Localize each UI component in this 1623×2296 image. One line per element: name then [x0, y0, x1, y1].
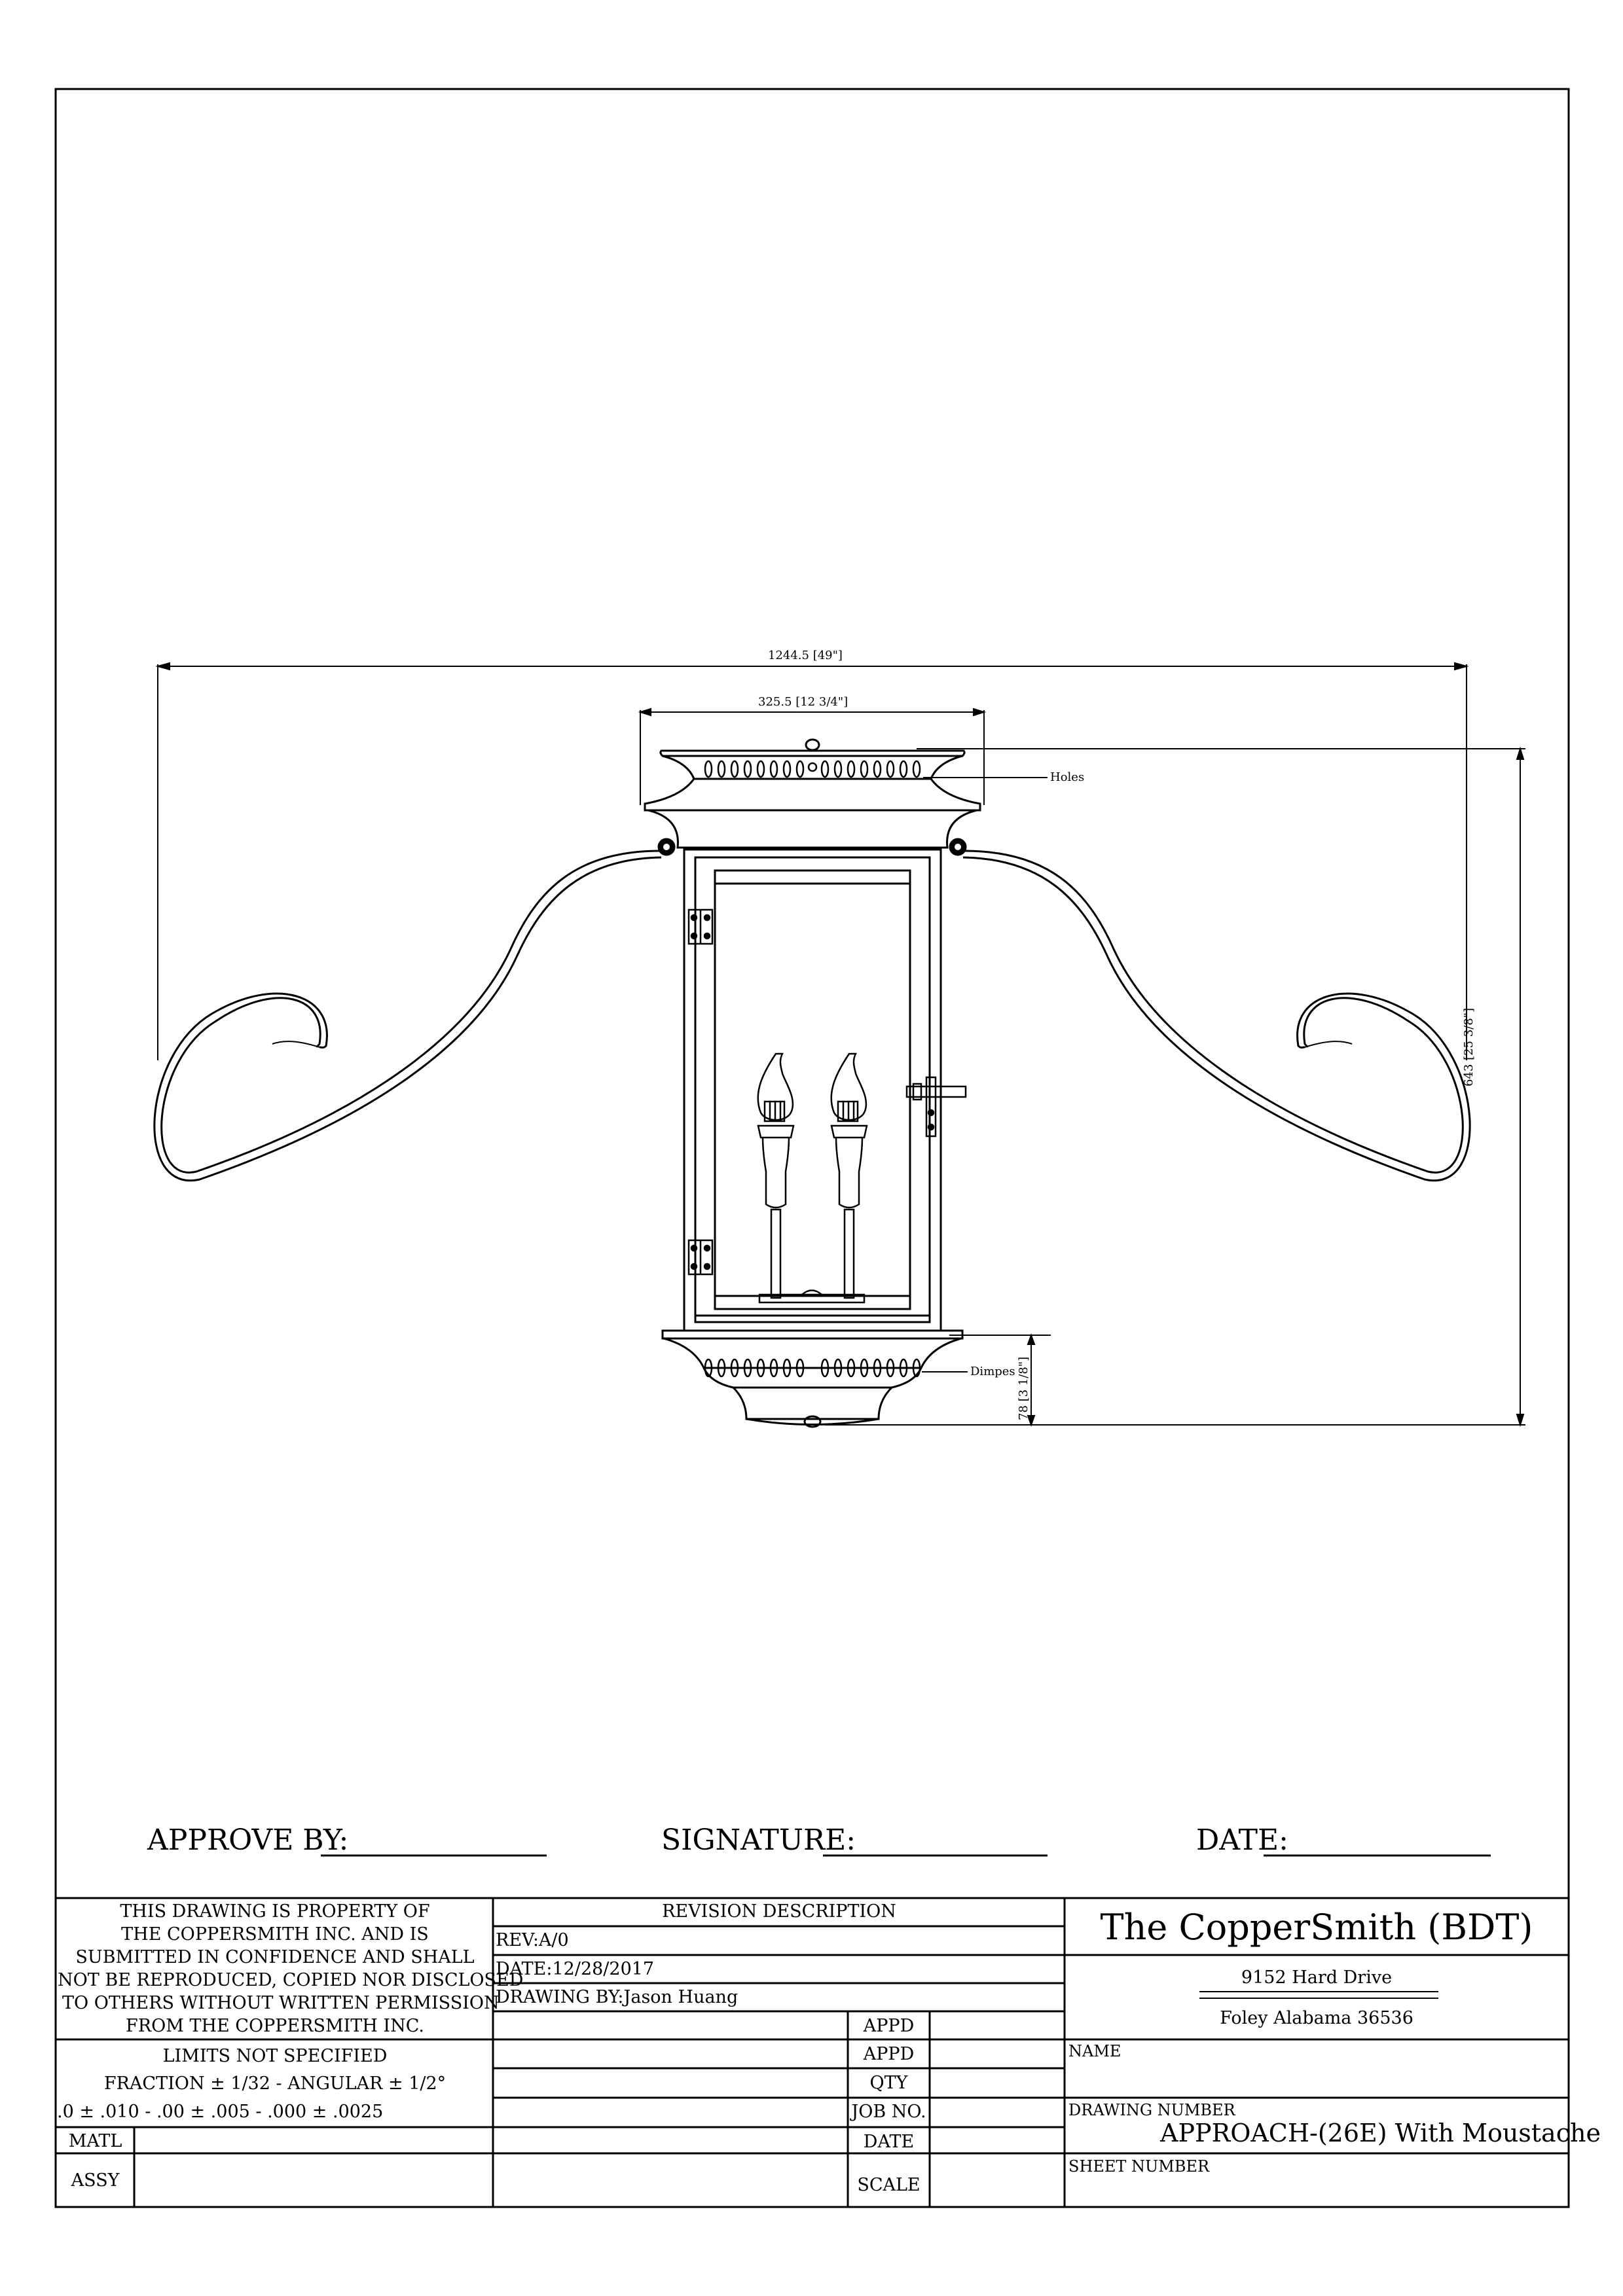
sheet-number-label: SHEET NUMBER — [1068, 2157, 1210, 2176]
revision-value: REV:A/0 — [496, 1930, 569, 1950]
property-notice-line-6: FROM THE COPPERSMITH INC. — [126, 2016, 424, 2036]
scale-label: SCALE — [857, 2175, 921, 2195]
approve-by-label: APPROVE BY: — [147, 1823, 349, 1857]
revision-description-header: REVISION DESCRIPTION — [662, 1901, 896, 1922]
company-name: The CopperSmith (BDT) — [1100, 1907, 1533, 1948]
top-width-dimension — [638, 708, 987, 805]
holes-callout: Holes — [1050, 770, 1085, 784]
limits-decimal: .0 ± .010 - .00 ± .005 - .000 ± .0025 — [57, 2102, 384, 2122]
bottom-cap — [661, 1329, 964, 1428]
overall-width-label: 1244.5 [49"] — [768, 649, 843, 662]
matl-label: MATL — [68, 2131, 122, 2151]
overall-width-dimension — [155, 662, 1469, 1060]
drawn-by: DRAWING BY:Jason Huang — [496, 1987, 739, 2007]
bottom-height-dimension — [949, 1333, 1051, 1427]
corner-bolts — [657, 838, 967, 856]
lantern-frame — [683, 848, 942, 1332]
qty-label: QTY — [869, 2073, 908, 2093]
overall-height-label: 643 [25 3/8"] — [1462, 1008, 1476, 1086]
company-address-street: 9152 Hard Drive — [1241, 1967, 1393, 1988]
company-address-city: Foley Alabama 36536 — [1220, 2008, 1413, 2028]
assy-label: ASSY — [71, 2170, 120, 2191]
top-width-label: 325.5 [12 3/4"] — [758, 695, 848, 709]
drawing-number-value: APPROACH-(26E) With Moustache — [1160, 2119, 1601, 2147]
top-cap — [644, 738, 981, 849]
moustache-arm-left — [153, 850, 662, 1182]
signature-label: SIGNATURE: — [661, 1823, 856, 1857]
revision-date: DATE:12/28/2017 — [496, 1959, 655, 1979]
property-notice-line-4: NOT BE REPRODUCED, COPIED NOR DISCLOSED — [58, 1970, 524, 1990]
property-notice-line-5: TO OTHERS WITHOUT WRITTEN PERMISSION — [62, 1993, 500, 2013]
job-no-label: JOB NO. — [851, 2102, 926, 2122]
bottom-cap-dimples — [704, 1358, 921, 1378]
candle-left — [757, 1052, 795, 1299]
property-notice-line-1: THIS DRAWING IS PROPERTY OF — [120, 1901, 430, 1922]
sheet-border — [54, 88, 1570, 2208]
property-notice-line-2: THE COPPERSMITH INC. AND IS — [121, 1924, 429, 1945]
door-latch — [905, 1076, 967, 1138]
overall-height-dimension — [825, 746, 1525, 1427]
property-notice-line-3: SUBMITTED IN CONFIDENCE AND SHALL — [75, 1947, 475, 1967]
limits-fraction: FRACTION ± 1/32 - ANGULAR ± 1/2° — [103, 2073, 447, 2094]
appd-label-1: APPD — [863, 2016, 915, 2036]
drawing-number-label: DRAWING NUMBER — [1068, 2101, 1235, 2119]
limits-title: LIMITS NOT SPECIFIED — [162, 2046, 388, 2066]
date-approval-label: DATE: — [1196, 1823, 1288, 1857]
title-block-grid — [56, 1897, 1569, 2207]
name-label: NAME — [1068, 2042, 1122, 2060]
candle-right — [830, 1052, 868, 1299]
top-cap-holes — [704, 760, 921, 778]
date-field-label: DATE — [863, 2132, 915, 2152]
dimples-callout: Dimpes — [970, 1365, 1015, 1378]
appd-label-2: APPD — [863, 2044, 915, 2064]
bottom-height-label: 78 [3 1/8"] — [1017, 1356, 1030, 1420]
moustache-arm-right — [962, 850, 1471, 1182]
hinges — [687, 908, 714, 1276]
candle-base — [758, 1289, 866, 1304]
lantern-drawing — [153, 662, 1525, 1428]
